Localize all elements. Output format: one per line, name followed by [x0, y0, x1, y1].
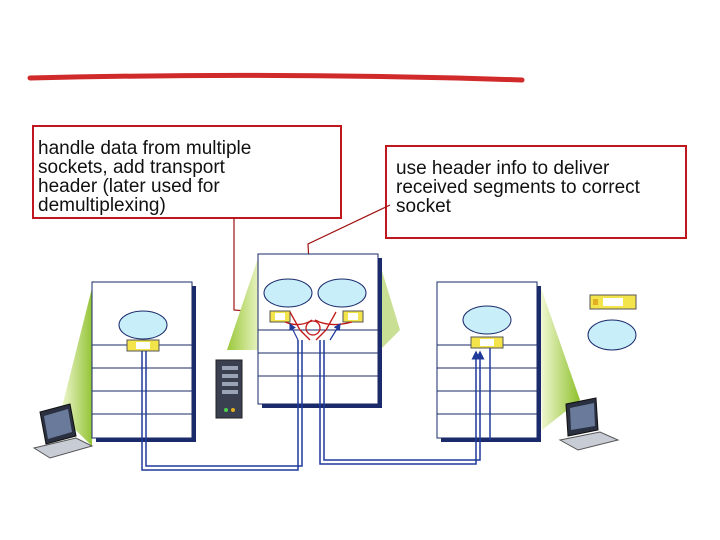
- left-callout-line: handle data from multiple: [38, 138, 252, 159]
- left-callout-line: demultiplexing): [38, 195, 166, 216]
- right-callout-line: socket: [396, 196, 451, 217]
- socket-icon: [126, 339, 160, 352]
- socket-icon: [589, 294, 637, 310]
- laptop-icon: [32, 403, 94, 459]
- process-icon: [462, 305, 512, 335]
- socket-icon: [342, 310, 364, 323]
- process-icon: [587, 319, 637, 351]
- right-callout-box: [385, 145, 687, 239]
- title-bar: [27, 72, 525, 83]
- left-callout-line: header (later used for: [38, 176, 220, 197]
- right-callout-line: use header info to deliver: [396, 158, 610, 179]
- network-link-arrows: [289, 322, 341, 341]
- middle-host-cone: [227, 258, 262, 350]
- right-callout-text: use header info to deliver received segm…: [396, 159, 686, 216]
- network-links: [141, 340, 491, 471]
- middle-host-cone-right: [378, 258, 400, 350]
- process-icon: [317, 278, 367, 308]
- socket-icon: [470, 336, 504, 349]
- process-icon: [118, 310, 168, 340]
- left-host-stack: [91, 281, 196, 442]
- server-icon: [215, 359, 243, 419]
- socket-multiplex-paths: [284, 311, 353, 341]
- left-callout-line: sockets, add transport: [38, 157, 225, 178]
- laptop-icon: [558, 397, 620, 451]
- right-callout-line: received segments to correct: [396, 177, 640, 198]
- socket-icon: [269, 310, 291, 323]
- right-host-cone: [540, 285, 580, 430]
- left-callout-text: handle data from multiple sockets, add t…: [38, 139, 338, 215]
- process-icon: [263, 278, 313, 308]
- left-callout-box: [32, 125, 342, 219]
